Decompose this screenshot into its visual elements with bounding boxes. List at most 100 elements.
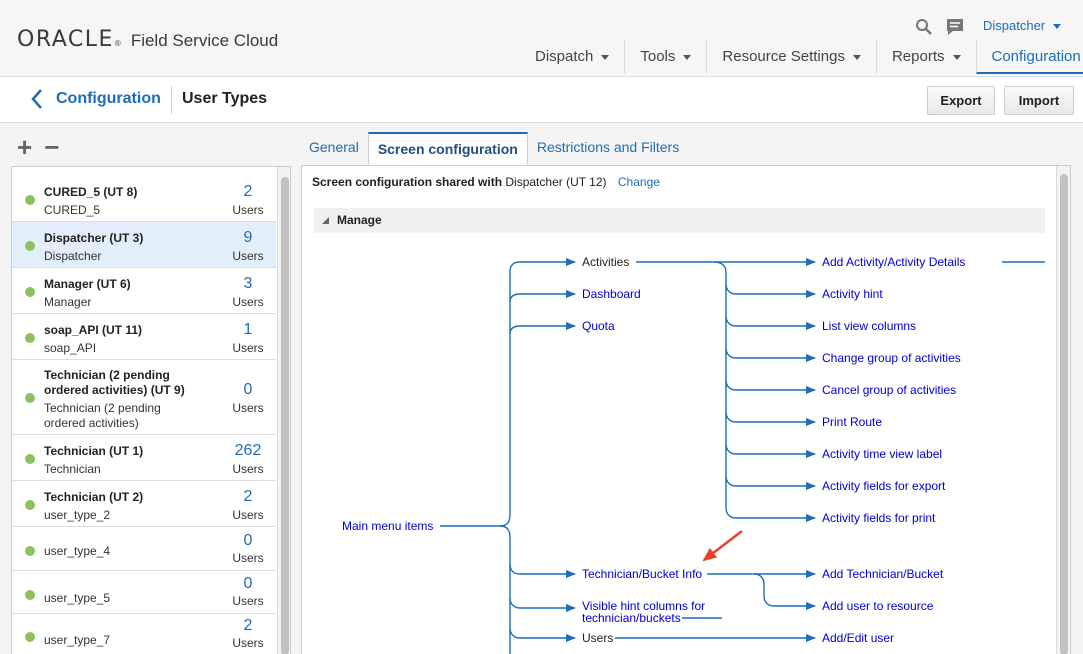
- add-icon[interactable]: +: [17, 132, 33, 162]
- chevron-down-icon: [952, 54, 961, 60]
- nav-label: Dispatch: [535, 48, 594, 65]
- user-count: 2: [243, 617, 253, 634]
- remove-icon[interactable]: −: [44, 132, 60, 162]
- list-item[interactable]: Technician (UT 2) user_type_2 2 Users: [12, 481, 276, 527]
- tree-node-add-activity[interactable]: Add Activity/Activity Details: [822, 255, 966, 269]
- export-button[interactable]: Export: [927, 86, 995, 115]
- top-bar: ORACLE ® Field Service Cloud Dispatcher …: [0, 0, 1083, 77]
- list-item[interactable]: Manager (UT 6) Manager 3 Users: [12, 268, 276, 314]
- user-type-name: ordered activities) (UT 9): [44, 383, 185, 397]
- user-count: 1: [243, 321, 253, 338]
- list-item[interactable]: Technician (2 pending ordered activities…: [12, 360, 276, 435]
- user-type-subtitle: Manager: [44, 295, 92, 309]
- nav-reports[interactable]: Reports: [875, 40, 976, 74]
- user-type-name: Technician (UT 1): [44, 444, 144, 458]
- tree-node-activity-hint[interactable]: Activity hint: [822, 287, 883, 301]
- status-dot: [25, 195, 35, 205]
- list-scrollbar-thumb[interactable]: [281, 177, 289, 654]
- user-count-unit: Users: [232, 462, 264, 476]
- status-dot: [25, 454, 35, 464]
- list-item[interactable]: user_type_5 0 Users: [12, 571, 276, 614]
- tree-node-activity-fields-print[interactable]: Activity fields for print: [822, 511, 936, 525]
- status-dot: [25, 632, 35, 642]
- nav-resource-settings[interactable]: Resource Settings: [706, 40, 876, 74]
- status-dot: [25, 393, 35, 403]
- search-icon[interactable]: [915, 18, 933, 41]
- list-scrollbar[interactable]: [277, 167, 290, 654]
- tree-node-users[interactable]: Users: [582, 631, 614, 645]
- user-count: 9: [243, 229, 253, 246]
- list-item[interactable]: Dispatcher (UT 3) Dispatcher 9 Users: [12, 222, 276, 268]
- user-type-subtitle: Technician: [44, 462, 101, 476]
- user-count: 2: [243, 488, 253, 505]
- tab-screen-configuration[interactable]: Screen configuration: [367, 132, 528, 165]
- user-menu[interactable]: Dispatcher: [983, 18, 1062, 33]
- tree-node-list-view-columns[interactable]: List view columns: [822, 319, 917, 333]
- list-item[interactable]: user_type_4 0 Users: [12, 527, 276, 571]
- logo-oracle-text: ORACLE: [17, 27, 114, 52]
- user-type-name: CURED_5 (UT 8): [44, 185, 138, 199]
- tree-node-print-route[interactable]: Print Route: [822, 415, 883, 429]
- tree-node-main-menu-items[interactable]: Main menu items: [342, 519, 434, 533]
- status-dot: [25, 287, 35, 297]
- tree-node-technician-bucket-info[interactable]: Technician/Bucket Info: [582, 567, 703, 581]
- tab-restrictions-and-filters[interactable]: Restrictions and Filters: [536, 139, 680, 155]
- user-type-name: Dispatcher (UT 3): [44, 231, 144, 245]
- tab-bar: General Screen configuration Restriction…: [300, 132, 688, 165]
- user-type-subtitle: ordered activities): [44, 416, 139, 430]
- user-count: 3: [243, 275, 253, 292]
- user-count-unit: Users: [232, 203, 264, 217]
- back-chevron-icon[interactable]: [30, 88, 44, 115]
- user-count-unit: Users: [232, 551, 264, 565]
- content-scrollbar[interactable]: [1056, 166, 1070, 654]
- tree-node-cancel-group[interactable]: Cancel group of activities: [822, 383, 957, 397]
- content-scrollbar-thumb[interactable]: [1060, 174, 1068, 654]
- nav-label: Configuration: [991, 48, 1081, 65]
- user-type-name: soap_API (UT 11): [44, 323, 143, 337]
- user-count-unit: Users: [232, 249, 264, 263]
- tree-node-add-edit-user[interactable]: Add/Edit user: [822, 631, 895, 645]
- user-count: 0: [243, 381, 253, 398]
- tree-node-activities[interactable]: Activities: [582, 255, 630, 269]
- tree-node-change-group[interactable]: Change group of activities: [822, 351, 961, 365]
- nav-label: Tools: [640, 48, 676, 65]
- user-count: 262: [234, 442, 262, 459]
- tree-node-activity-fields-export[interactable]: Activity fields for export: [822, 479, 946, 493]
- tree-node-activity-time-view-label[interactable]: Activity time view label: [822, 447, 943, 461]
- user-count-unit: Users: [232, 508, 264, 522]
- list-item[interactable]: CURED_5 (UT 8) CURED_5 2 Users: [12, 176, 276, 222]
- change-link[interactable]: Change: [617, 175, 660, 189]
- user-type-subtitle: user_type_4: [44, 544, 111, 558]
- breadcrumb-configuration[interactable]: Configuration: [56, 90, 161, 107]
- list-item[interactable]: Technician (UT 1) Technician 262 Users: [12, 435, 276, 481]
- collapse-triangle-icon: [322, 217, 329, 224]
- tree-node-add-technician-bucket[interactable]: Add Technician/Bucket: [822, 567, 944, 581]
- status-dot: [25, 333, 35, 343]
- user-count: 0: [243, 575, 253, 592]
- user-type-subtitle: Dispatcher: [44, 249, 102, 263]
- tree-node-add-user-to-resource[interactable]: Add user to resource: [822, 599, 934, 613]
- nav-tools[interactable]: Tools: [624, 40, 706, 74]
- list-item[interactable]: user_type_7 2 Users: [12, 614, 276, 654]
- import-button[interactable]: Import: [1004, 86, 1074, 115]
- chevron-down-icon: [852, 54, 861, 60]
- breadcrumb-divider: [171, 86, 172, 114]
- list-item[interactable]: soap_API (UT 11) soap_API 1 Users: [12, 314, 276, 360]
- tree-node-visible-hint-columns[interactable]: Visible hint columns for: [582, 599, 706, 613]
- user-type-subtitle: Technician (2 pending: [44, 401, 161, 415]
- tab-general[interactable]: General: [309, 139, 359, 155]
- chevron-down-icon: [1053, 24, 1062, 30]
- user-type-subtitle: user_type_7: [44, 633, 111, 647]
- logo-registered-mark: ®: [114, 39, 121, 48]
- tree-node-quota[interactable]: Quota: [582, 319, 615, 333]
- nav-dispatch[interactable]: Dispatch: [520, 40, 624, 74]
- tree-node-visible-hint-columns-line2[interactable]: technician/buckets: [582, 611, 681, 625]
- user-type-subtitle: user_type_5: [44, 591, 111, 605]
- message-icon[interactable]: [945, 17, 965, 42]
- manage-section-header[interactable]: Manage: [314, 208, 1045, 233]
- nav-configuration[interactable]: Configuration: [975, 40, 1083, 74]
- shared-with-line: Screen configuration shared with Dispatc…: [312, 175, 660, 189]
- main-nav: Dispatch Tools Resource Settings Reports…: [520, 40, 1083, 74]
- user-count-unit: Users: [232, 295, 264, 309]
- tree-node-dashboard[interactable]: Dashboard: [582, 287, 641, 301]
